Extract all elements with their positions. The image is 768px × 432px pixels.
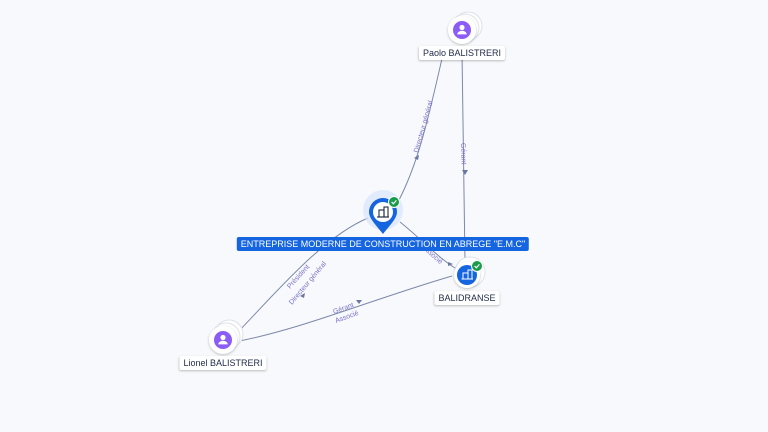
check-badge-icon: [388, 196, 400, 208]
edge-lionel-balidranse: [233, 275, 453, 343]
company-node-balidranse[interactable]: [454, 256, 486, 288]
edge-paolo-emc: [397, 49, 445, 203]
building-icon: [377, 206, 389, 218]
company-node-emc[interactable]: [363, 190, 403, 234]
edge-arrow: [300, 293, 305, 298]
edge-arrow: [448, 262, 453, 266]
edge-lionel-emc: [231, 217, 369, 339]
edge-arrow: [462, 170, 468, 175]
edge-label-paolo-emc: Directeur général: [413, 100, 435, 154]
edge-paolo-balidranse: [461, 51, 466, 263]
person-node-lionel[interactable]: [209, 319, 244, 354]
check-badge-icon: [471, 260, 483, 272]
node-label-lionel[interactable]: Lionel BALISTRERI: [179, 356, 267, 370]
edge-arrow: [414, 155, 419, 160]
person-icon: [214, 331, 232, 349]
person-node-paolo[interactable]: [448, 11, 483, 44]
building-icon: [461, 269, 473, 280]
node-label-paolo[interactable]: Paolo BALISTRERI: [418, 46, 506, 60]
node-label-emc[interactable]: ENTREPRISE MODERNE DE CONSTRUCTION EN AB…: [236, 237, 530, 251]
edge-arrow: [356, 300, 362, 304]
node-label-balidranse[interactable]: BALIDRANSE: [434, 291, 500, 305]
edge-label-paolo-balidranse: Gérant: [459, 143, 467, 165]
person-icon: [453, 21, 471, 39]
